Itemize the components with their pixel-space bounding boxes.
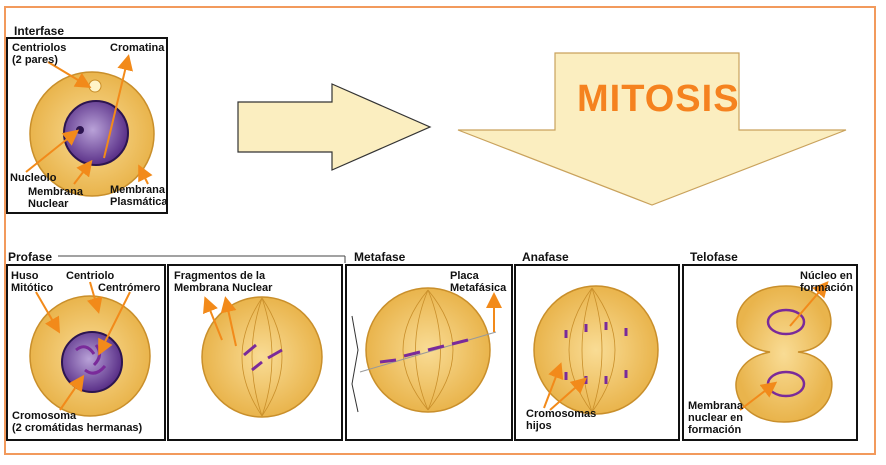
membrana-nuclear-label: Membrana Nuclear	[28, 186, 84, 210]
membrana-formacion-label: Membrana nuclear en formación	[688, 400, 744, 436]
outer-frame	[4, 6, 876, 455]
nucleolo-dot	[76, 126, 84, 134]
right-arrow	[237, 83, 432, 171]
membrana-plasmatica-label: Membrana Plasmática	[110, 184, 168, 208]
cromosomas-hijos-label: Cromosomas hijos	[526, 408, 597, 432]
telofase-title: Telofase	[690, 250, 738, 264]
nucleolo-label: Nucleolo	[10, 172, 57, 184]
centromero-label: Centrómero	[98, 282, 161, 294]
centriolo-1	[88, 79, 102, 93]
mitosis-title: MITOSIS	[577, 78, 740, 120]
profase-title: Profase	[8, 250, 53, 264]
anafase-title: Anafase	[522, 250, 569, 264]
placa-label: Placa Metafásica	[450, 270, 507, 294]
interfase-arrows	[25, 54, 153, 185]
centriolos-label: Centriolos (2 pares)	[12, 42, 67, 66]
cromosoma-label: Cromosoma (2 cromátidas hermanas)	[12, 410, 143, 434]
cromatina-label: Cromatina	[110, 42, 165, 54]
centriolo-label: Centriolo	[66, 270, 115, 282]
nucleo-formacion-label: Núcleo en formación	[800, 270, 854, 294]
fragmentos-label: Fragmentos de la Membrana Nuclear	[174, 270, 273, 294]
mitosis-arrow	[457, 52, 847, 206]
interfase-title: Interfase	[14, 24, 65, 38]
huso-label: Huso Mitótico	[11, 270, 54, 294]
metafase-title: Metafase	[354, 250, 406, 264]
